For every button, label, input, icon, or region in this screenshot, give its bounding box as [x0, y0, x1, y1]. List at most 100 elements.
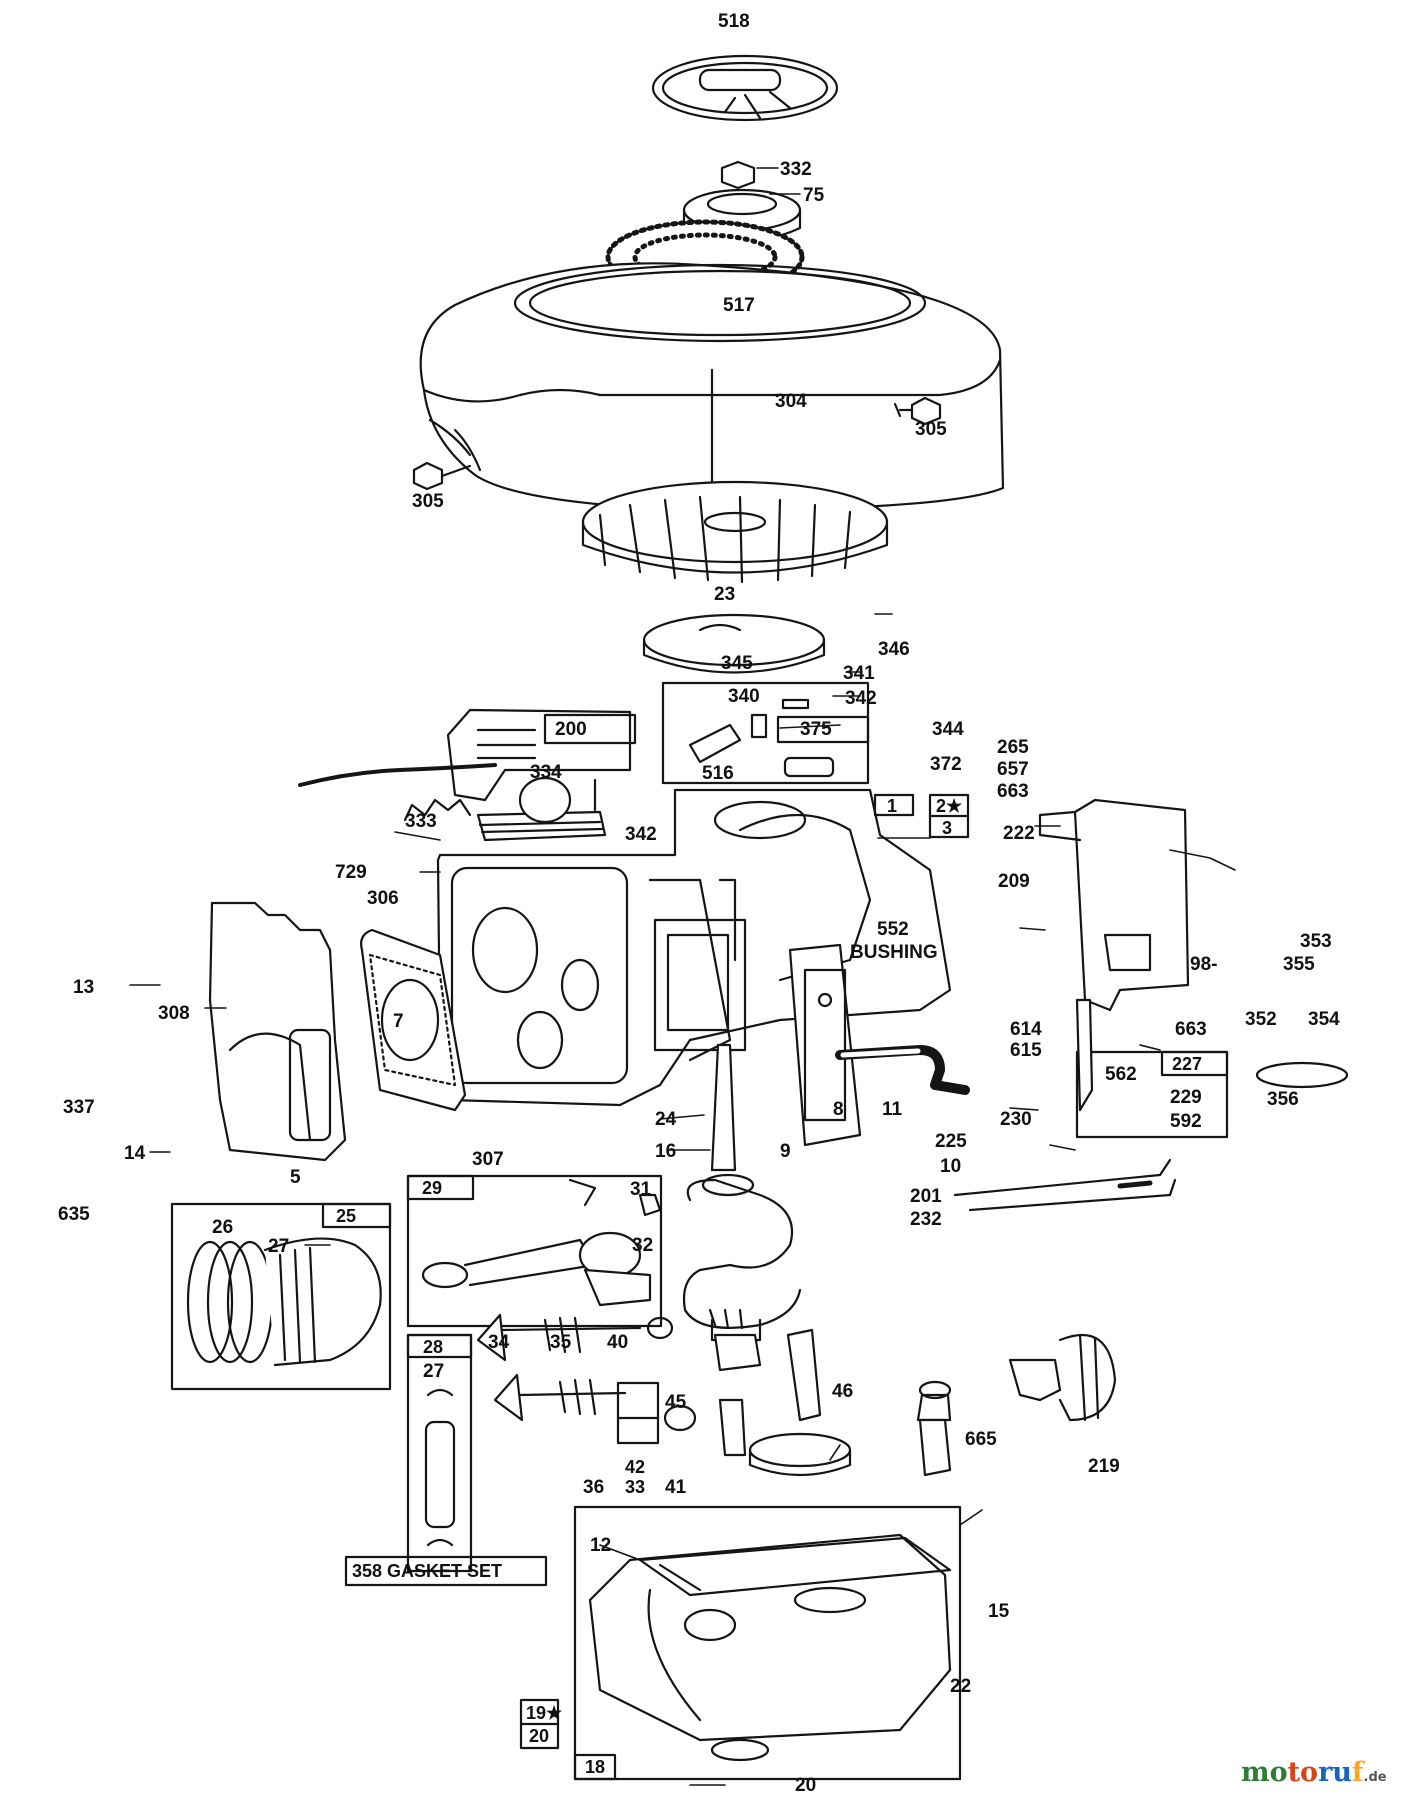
- callout-358-gasket-set: 358 GASKET SET: [352, 1561, 503, 1581]
- governor-lever-icon: [1075, 998, 1094, 1112]
- motoruf-logo[interactable]: motoruf.de: [1241, 1757, 1387, 1788]
- callout-375: 375: [800, 719, 832, 740]
- logo-tld: .de: [1363, 1770, 1387, 1785]
- control-bracket-icon: [1038, 798, 1190, 1012]
- box-25-label-cell: [321, 1202, 392, 1229]
- box-33: [616, 1381, 660, 1445]
- callout-665: 665: [965, 1429, 997, 1450]
- callout-657: 657: [997, 759, 1029, 780]
- callout-8: 8: [833, 1099, 844, 1120]
- callout-729: 729: [335, 862, 367, 883]
- box-29: [406, 1174, 663, 1328]
- callout-5: 5: [290, 1167, 301, 1188]
- callout-517: 517: [723, 295, 755, 316]
- callout-552: 552: [877, 919, 909, 940]
- callout-28: 28: [423, 1337, 444, 1357]
- callout-98: 98-: [1190, 954, 1218, 975]
- callout-41: 41: [665, 1477, 687, 1498]
- callout-2: 2★: [936, 796, 963, 816]
- oil-sump-icon: [588, 1533, 952, 1762]
- cylinder-head-gasket-icon: [360, 928, 467, 1112]
- screw-305-icon: [412, 396, 942, 491]
- flywheel-icon: [581, 480, 889, 584]
- piston-pin-icon: [424, 1388, 456, 1547]
- breather-icon: [788, 943, 862, 1147]
- air-vane-icon: [298, 708, 632, 802]
- crankshaft-icon: [682, 1043, 802, 1342]
- callout-307: 307: [472, 1149, 504, 1170]
- box-18-label-cell: [573, 1753, 617, 1781]
- callout-33: 33: [625, 1477, 646, 1497]
- box-29-label-cell: [406, 1174, 475, 1201]
- callout-562: 562: [1105, 1064, 1137, 1085]
- breather-tube-icon: [835, 1045, 970, 1095]
- callout-7: 7: [393, 1011, 404, 1032]
- callout-27-piston: 27: [268, 1236, 290, 1257]
- valve-icon: [476, 1313, 674, 1422]
- callout-229: 229: [1170, 1087, 1202, 1108]
- callout-353: 353: [1300, 931, 1332, 952]
- callout-230: 230: [1000, 1109, 1032, 1130]
- piston-icon: [186, 1237, 382, 1367]
- callout-306: 306: [367, 888, 399, 909]
- callout-663-bottom: 663: [1175, 1019, 1207, 1040]
- box-200: [543, 713, 637, 745]
- callout-16: 16: [655, 1141, 677, 1162]
- callout-24: 24: [655, 1109, 677, 1130]
- callout-201: 201: [910, 1186, 942, 1207]
- callout-355: 355: [1283, 954, 1315, 975]
- starter-rope-icon: [651, 54, 839, 122]
- callout-225: 225: [935, 1131, 967, 1152]
- callout-45: 45: [665, 1392, 687, 1413]
- callout-341: 341: [843, 663, 875, 684]
- callout-342-bottom: 342: [625, 824, 657, 845]
- box-1: [873, 793, 915, 817]
- callout-1: 1: [887, 796, 898, 816]
- callout-bushing: BUSHING: [850, 942, 938, 963]
- callout-75: 75: [803, 185, 825, 206]
- callout-11: 11: [882, 1099, 903, 1120]
- box-28-label-cell: [406, 1333, 473, 1359]
- callout-34: 34: [488, 1332, 510, 1353]
- callout-333: 333: [405, 811, 437, 832]
- oil-fill-tube-icon: [916, 1380, 952, 1477]
- cylinder-block-icon: [436, 788, 952, 1107]
- callout-40: 40: [607, 1332, 629, 1353]
- callout-10: 10: [940, 1156, 962, 1177]
- callout-35: 35: [550, 1332, 572, 1353]
- box-227-label-cell: [1160, 1050, 1229, 1077]
- blower-housing-icon: [419, 262, 1005, 512]
- connecting-rod-icon: [421, 1178, 662, 1307]
- callout-9: 9: [780, 1141, 791, 1162]
- armature-icon: [642, 613, 826, 674]
- callout-232: 232: [910, 1209, 942, 1230]
- callout-36: 36: [583, 1477, 605, 1498]
- callout-20-seal: 20: [795, 1775, 817, 1796]
- callout-635: 635: [58, 1204, 90, 1225]
- callout-332: 332: [780, 159, 812, 180]
- breaker-points-icon: [688, 698, 835, 778]
- callout-46: 46: [832, 1381, 854, 1402]
- callout-305-left: 305: [412, 491, 444, 512]
- callout-337: 337: [63, 1097, 95, 1118]
- callout-346: 346: [878, 639, 910, 660]
- callout-25: 25: [336, 1206, 357, 1226]
- callout-340: 340: [728, 686, 760, 707]
- callout-32: 32: [632, 1235, 654, 1256]
- callout-372: 372: [930, 754, 962, 775]
- callout-15: 15: [988, 1601, 1010, 1622]
- callout-344: 344: [932, 719, 964, 740]
- box-375: [776, 715, 870, 744]
- callout-615: 615: [1010, 1040, 1042, 1061]
- callout-26: 26: [212, 1217, 234, 1238]
- callout-222: 222: [1003, 823, 1035, 844]
- callout-516: 516: [702, 763, 734, 784]
- callout-200: 200: [555, 719, 587, 740]
- clip-icon: [403, 798, 472, 822]
- callout-22: 22: [950, 1676, 972, 1697]
- callout-14: 14: [124, 1143, 146, 1164]
- callout-27-pin: 27: [423, 1361, 445, 1382]
- box-25: [170, 1202, 392, 1391]
